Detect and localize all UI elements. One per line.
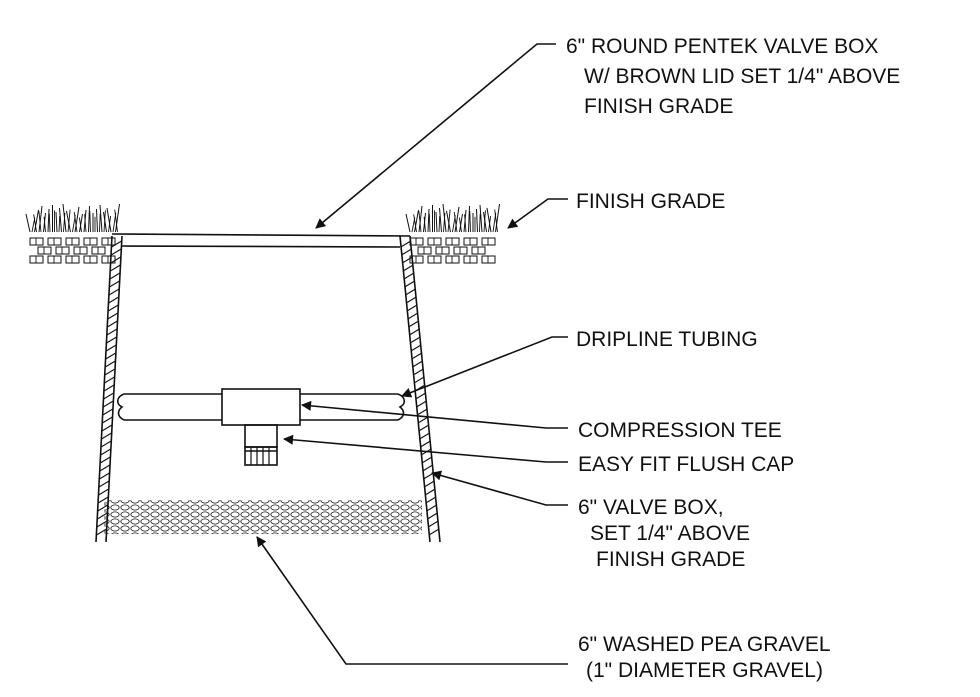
leader-valve-box [431, 470, 568, 506]
leader-compression-tee [301, 400, 568, 429]
label-valve-box: 6" VALVE BOX, SET 1/4" ABOVE FINISH GRAD… [578, 496, 756, 571]
label-pea-gravel: 6" WASHED PEA GRAVEL (1" DIAMETER GRAVEL… [578, 633, 836, 682]
flush-cap [244, 446, 278, 466]
valve-box-left-wall [95, 235, 123, 543]
leader-gravel [256, 536, 568, 665]
compression-tee [221, 388, 301, 448]
grass-right [405, 203, 500, 264]
pea-gravel-bed [104, 500, 422, 534]
leader-flush-cap [283, 434, 568, 463]
leader-dripline [401, 336, 568, 398]
grass-left [25, 203, 120, 264]
label-compression-tee: COMPRESSION TEE [578, 419, 782, 442]
label-valve-box-lid: 6" ROUND PENTEK VALVE BOX W/ BROWN LID S… [566, 35, 906, 118]
label-dripline-tubing: DRIPLINE TUBING [576, 328, 758, 351]
leader-finish-grade [507, 198, 568, 229]
leader-valve-box-lid [315, 43, 556, 229]
label-flush-cap: EASY FIT FLUSH CAP [578, 453, 794, 476]
valve-box-right-wall [399, 235, 441, 543]
label-finish-grade: FINISH GRADE [576, 190, 725, 213]
dripline-tubing [116, 393, 406, 421]
valve-box-lid [111, 233, 411, 248]
